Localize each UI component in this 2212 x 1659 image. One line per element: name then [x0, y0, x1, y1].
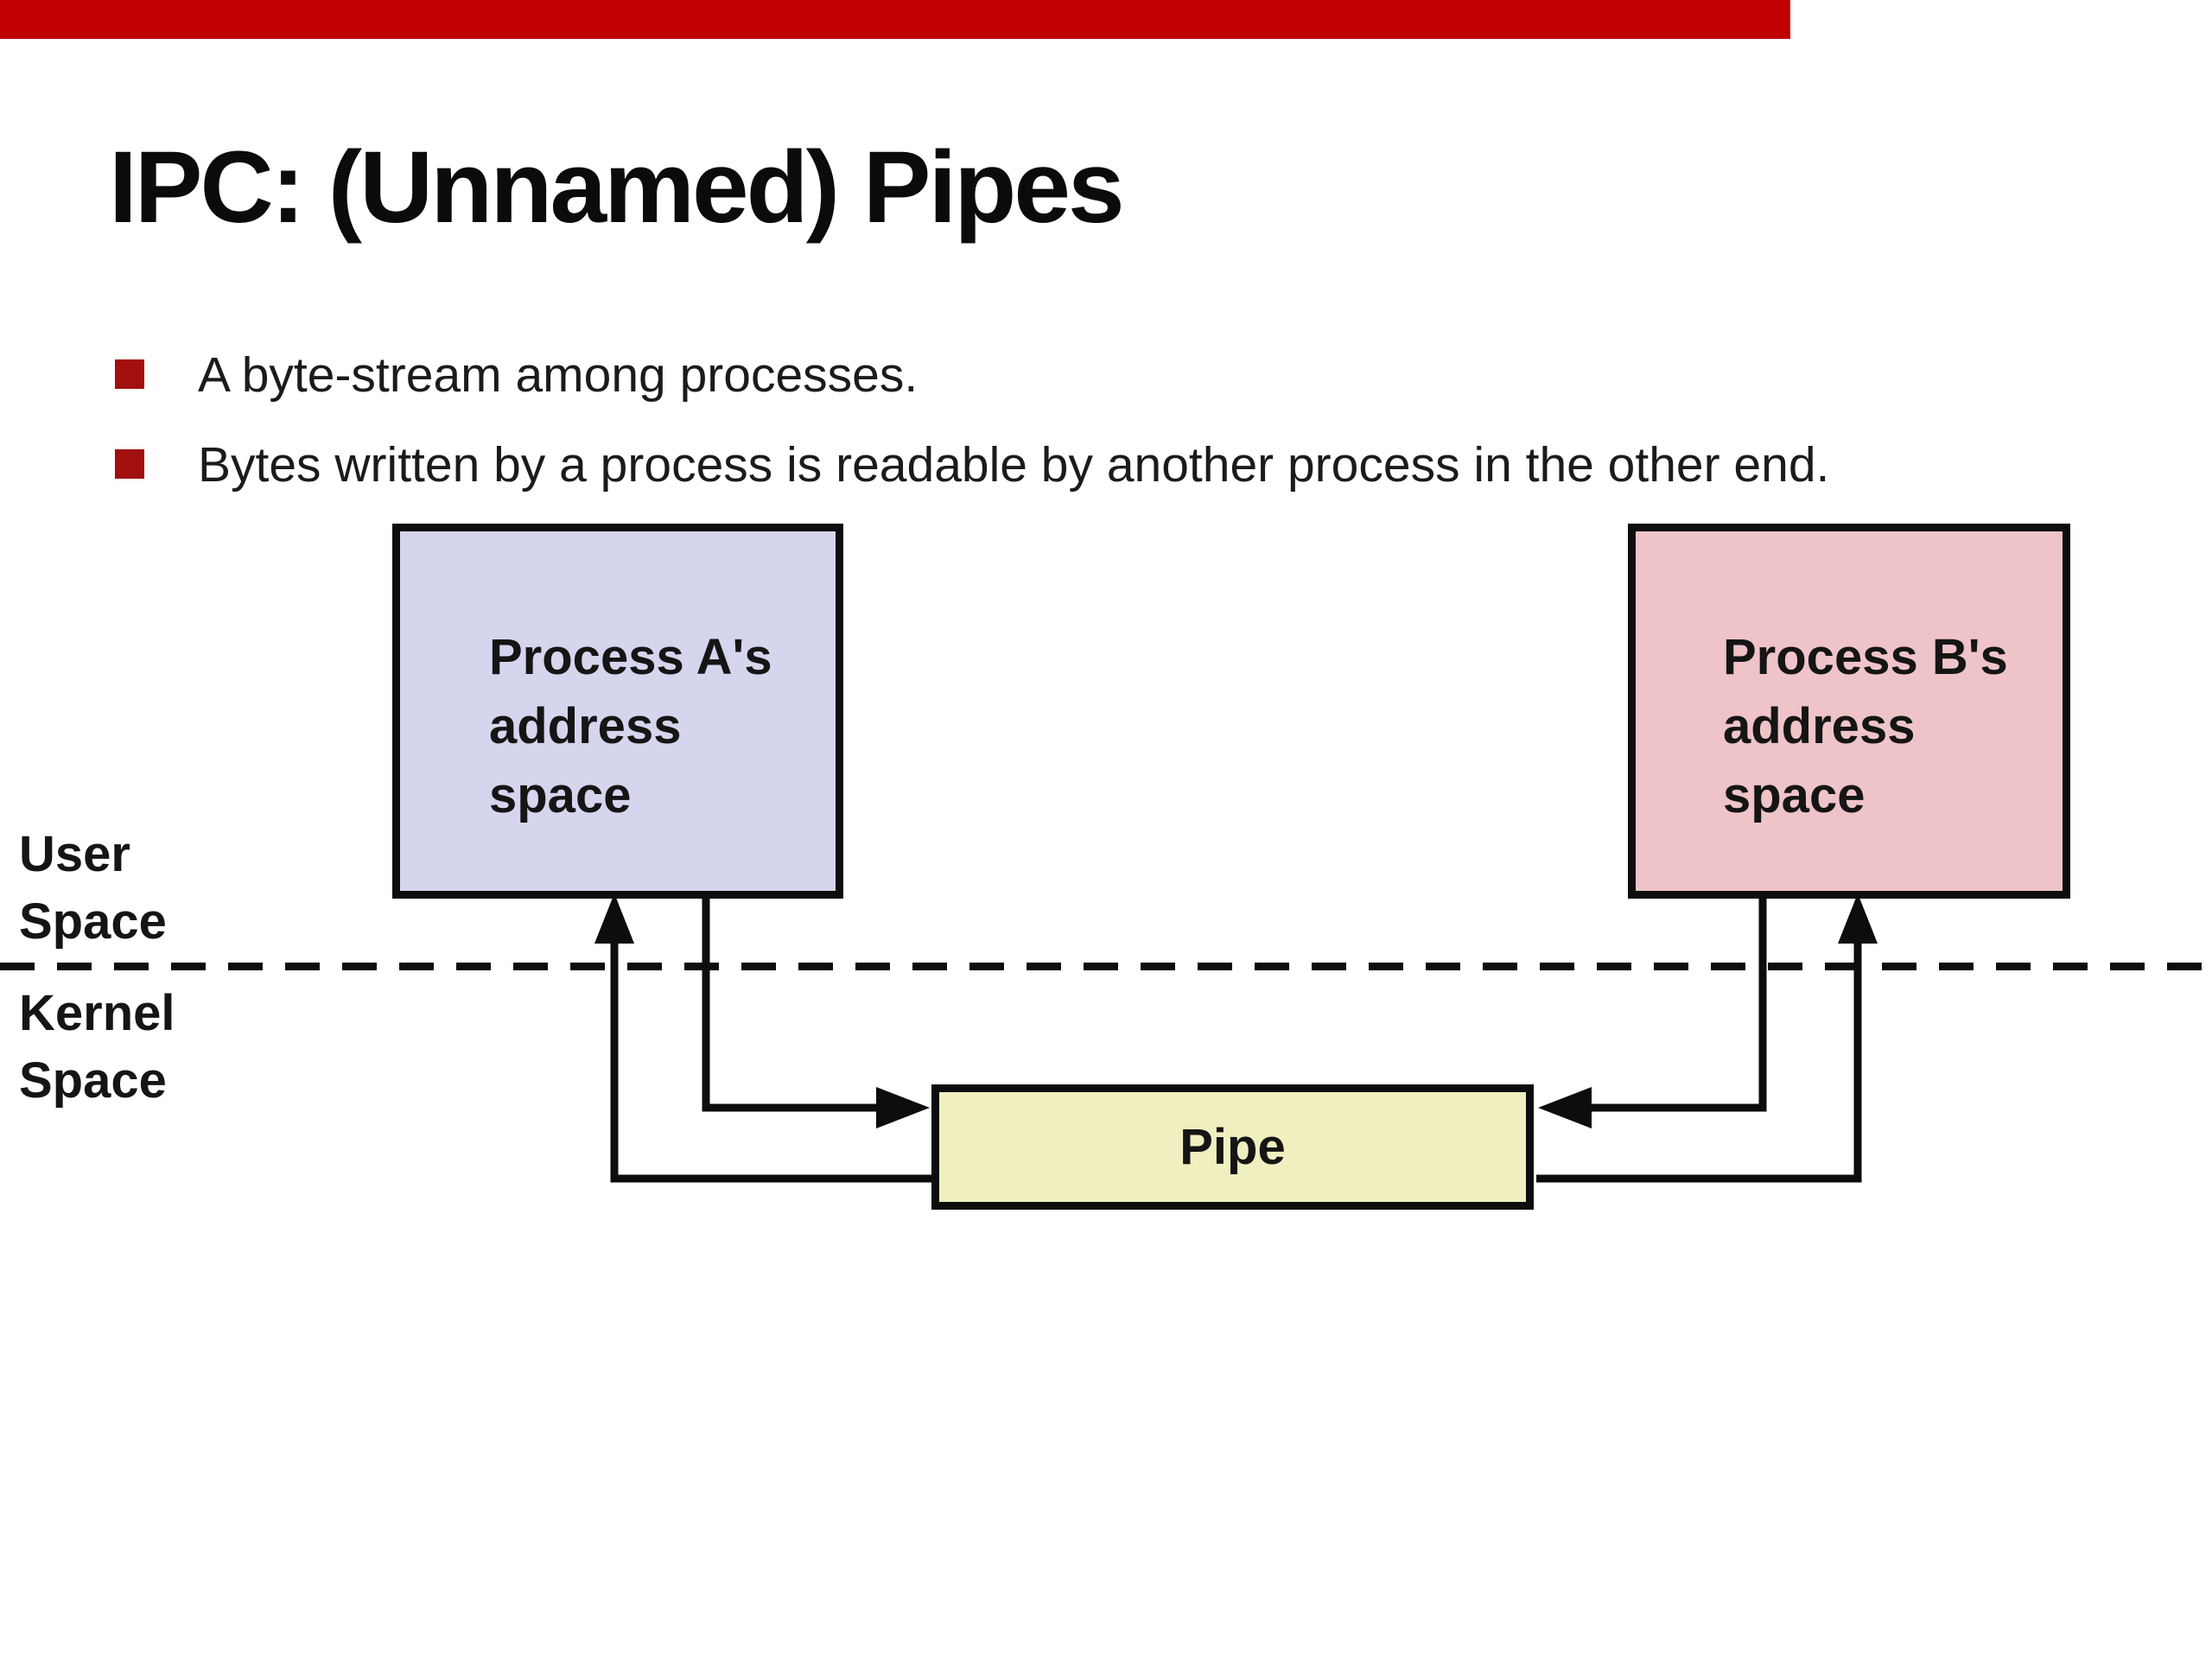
arrow-line-process-a-to-pipe	[702, 899, 880, 1112]
process-b-label-line: address	[1723, 698, 1916, 754]
pipe-box: Pipe	[931, 1084, 1534, 1210]
kernel-space-label: Kernel Space	[19, 980, 175, 1115]
kernel-space-label-line: Kernel	[19, 985, 175, 1041]
arrow-line-pipe-to-process-b	[1536, 940, 1862, 1183]
process-a-label: Process A's address space	[400, 531, 836, 830]
user-space-label-line: User	[19, 826, 130, 882]
arrow-line-process-b-to-pipe	[1588, 899, 1767, 1112]
user-kernel-boundary-dashed-line	[0, 963, 2212, 970]
arrow-line-pipe-to-process-a	[610, 940, 931, 1183]
arrow-right-into-pipe-icon	[876, 1087, 930, 1128]
user-space-label-line: Space	[19, 893, 167, 950]
process-b-label-line: Process B's	[1723, 629, 2008, 685]
bullet-square-icon	[115, 449, 144, 479]
top-red-accent-bar	[0, 0, 1790, 39]
process-a-box: Process A's address space	[392, 524, 843, 899]
process-b-box: Process B's address space	[1628, 524, 2070, 899]
page-title: IPC: (Unnamed) Pipes	[109, 130, 1125, 245]
arrow-left-into-pipe-icon	[1538, 1087, 1592, 1128]
user-space-label: User Space	[19, 821, 167, 956]
process-a-label-line: address	[489, 698, 682, 754]
bullet-text: Bytes written by a process is readable b…	[198, 437, 1830, 493]
process-b-label: Process B's address space	[1636, 531, 2063, 830]
process-a-label-line: Process A's	[489, 629, 772, 685]
process-b-label-line: space	[1723, 767, 1866, 823]
process-a-label-line: space	[489, 767, 632, 823]
bullet-item: A byte-stream among processes.	[115, 346, 918, 404]
arrow-up-into-process-a-icon	[594, 893, 634, 944]
bullet-square-icon	[115, 359, 144, 389]
bullet-text: A byte-stream among processes.	[198, 347, 918, 403]
pipe-label: Pipe	[1179, 1119, 1286, 1175]
kernel-space-label-line: Space	[19, 1052, 167, 1109]
arrow-up-into-process-b-icon	[1838, 893, 1878, 944]
bullet-item: Bytes written by a process is readable b…	[115, 436, 1829, 493]
